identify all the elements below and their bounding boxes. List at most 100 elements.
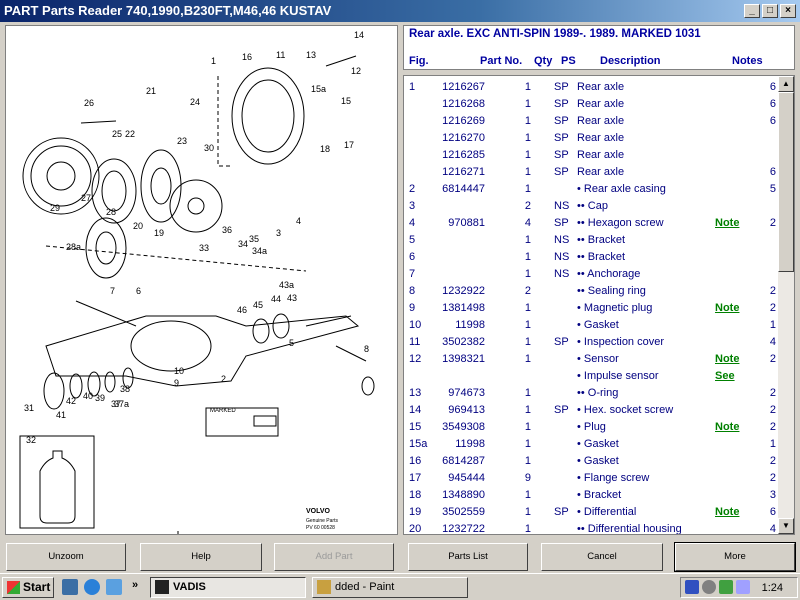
callout-2[interactable]: 2 [221,374,226,384]
callout-10[interactable]: 10 [174,366,184,376]
callout-39[interactable]: 39 [95,393,105,403]
callout-40[interactable]: 40 [83,391,93,401]
note-link[interactable]: Note [715,217,740,229]
callout-6[interactable]: 6 [136,286,141,296]
callout-44[interactable]: 44 [271,294,281,304]
callout-34a[interactable]: 34a [252,246,267,256]
unzoom-button[interactable]: Unzoom [6,543,126,571]
callout-37[interactable]: 37 [111,399,121,409]
title-bar[interactable]: PART Parts Reader 740,1990,B230FT,M46,46… [0,0,800,22]
note-link[interactable]: Note [715,302,740,314]
minimize-button[interactable]: _ [744,4,760,18]
callout-24[interactable]: 24 [190,97,200,107]
callout-8[interactable]: 8 [364,344,369,354]
callout-14[interactable]: 14 [354,30,364,40]
callout-5[interactable]: 5 [289,338,294,348]
scroll-thumb[interactable] [778,92,794,272]
cancel-button[interactable]: Cancel [541,543,663,571]
callout-4[interactable]: 4 [296,216,301,226]
vertical-scrollbar[interactable]: ▲ ▼ [778,76,794,534]
callout-42[interactable]: 42 [66,396,76,406]
parts-list-button[interactable]: Parts List [408,543,528,571]
callout-33[interactable]: 33 [199,243,209,253]
browser-icon[interactable] [84,579,100,595]
maximize-button[interactable]: □ [762,4,778,18]
callout-37a[interactable]: 37a [114,399,129,409]
close-button[interactable]: × [780,4,796,18]
scroll-up-button[interactable]: ▲ [778,76,794,92]
scroll-down-button[interactable]: ▼ [778,518,794,534]
callout-43[interactable]: 43 [287,293,297,303]
callout-29[interactable]: 29 [50,203,60,213]
callout-15[interactable]: 15 [341,96,351,106]
add-part-button[interactable]: Add Part [274,543,394,571]
callout-28[interactable]: 28 [106,207,116,217]
callout-38[interactable]: 38 [120,384,130,394]
quicklaunch-chevron-icon[interactable]: » [132,579,139,591]
task-vadis[interactable]: VADIS [150,577,306,598]
start-button[interactable]: Start [2,577,54,598]
volume-tray-icon[interactable] [702,580,716,594]
network-tray-icon[interactable] [685,580,699,594]
callout-36[interactable]: 36 [222,225,232,235]
app-tray-icon[interactable] [736,580,750,594]
callout-32[interactable]: 32 [26,435,36,445]
callout-43a[interactable]: 43a [279,280,294,290]
callout-21[interactable]: 21 [146,86,156,96]
callout-15a[interactable]: 15a [311,84,326,94]
more-button[interactable]: More [674,542,796,572]
callout-9[interactable]: 9 [174,378,179,388]
security-tray-icon[interactable] [719,580,733,594]
callout-16[interactable]: 16 [242,52,252,62]
callout-28a[interactable]: 28a [66,242,81,252]
callout-46[interactable]: 46 [237,305,247,315]
callout-35[interactable]: 35 [249,234,259,244]
callout-41[interactable]: 41 [56,410,66,420]
callout-45[interactable]: 45 [253,300,263,310]
callout-31[interactable]: 31 [24,403,34,413]
callout-3[interactable]: 3 [276,228,281,238]
note-link[interactable]: Note [715,421,740,433]
callout-22[interactable]: 22 [125,129,135,139]
callout-17[interactable]: 17 [344,140,354,150]
media-icon[interactable] [106,579,122,595]
callout-18[interactable]: 18 [320,144,330,154]
callout-23[interactable]: 23 [177,136,187,146]
task-paint[interactable]: dded - Paint [312,577,468,598]
callout-1[interactable]: 1 [211,56,216,66]
callout-20[interactable]: 20 [133,221,143,231]
callout-13[interactable]: 13 [306,50,316,60]
note-link[interactable]: Note [715,353,740,365]
callout-11[interactable]: 11 [276,50,285,60]
callout-30[interactable]: 30 [204,143,214,153]
callout-27[interactable]: 27 [81,193,91,203]
callout-12[interactable]: 12 [351,66,361,76]
callout-34[interactable]: 34 [238,239,248,249]
